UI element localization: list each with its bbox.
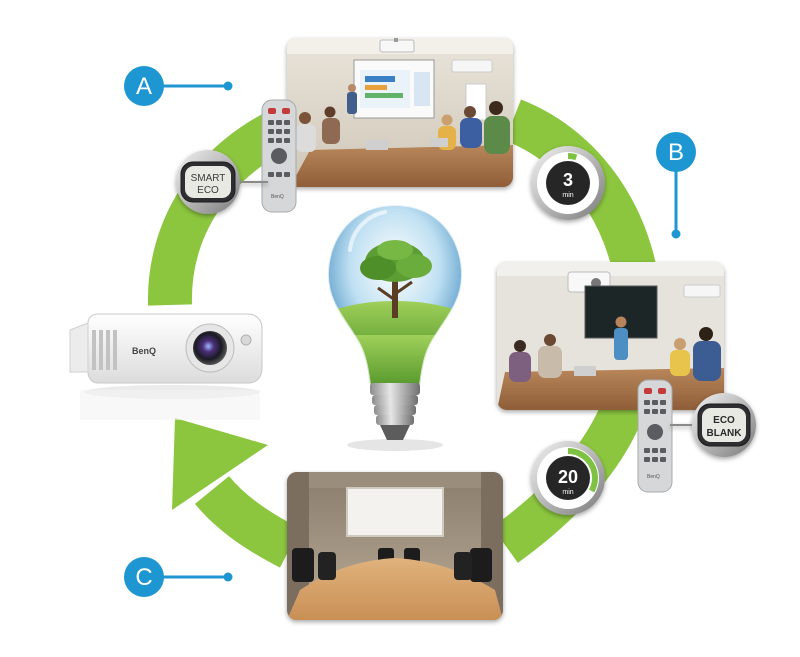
projector-icon: BenQ xyxy=(69,313,263,420)
photo-a-presentation xyxy=(287,38,513,187)
smart-eco-line1: SMART xyxy=(191,173,226,184)
marker-b-circle xyxy=(656,132,696,172)
marker-a-dot xyxy=(223,81,233,91)
cycle-arrowhead xyxy=(172,418,268,510)
timer-3-value: 3 xyxy=(563,170,573,190)
eco-blank-button: ECO BLANK xyxy=(670,393,756,457)
marker-c-circle xyxy=(124,557,164,597)
projector-vents xyxy=(92,330,117,370)
timer-20-value: 20 xyxy=(558,467,578,487)
eco-blank-line2: BLANK xyxy=(707,428,743,439)
projector-lens xyxy=(193,331,227,365)
timer-20-unit: min xyxy=(562,489,573,496)
timer-3-min: 3 min xyxy=(531,146,605,220)
marker-a-circle xyxy=(124,66,164,106)
timer-20-min: 20 min xyxy=(531,441,605,515)
remote-control-bottom: BenQ xyxy=(637,379,673,493)
marker-c-dot xyxy=(223,572,233,582)
bulb-base xyxy=(370,383,420,395)
smart-eco-line2: ECO xyxy=(197,185,219,196)
marker-b: B xyxy=(656,132,696,239)
timer-3-unit: min xyxy=(562,192,573,199)
marker-b-dot xyxy=(671,229,681,239)
timer-3-progress xyxy=(567,153,578,161)
smart-eco-button: SMART ECO xyxy=(176,150,268,214)
marker-a-label: A xyxy=(136,73,152,100)
marker-b-label: B xyxy=(668,139,684,166)
marker-a: A xyxy=(124,66,233,106)
photo-c-empty-room xyxy=(287,472,503,620)
eco-lightbulb-tree-icon xyxy=(326,203,464,451)
remote-top-brand: BenQ xyxy=(271,194,284,200)
remote-bottom-brand: BenQ xyxy=(647,474,660,480)
ring-segment-left-bottom xyxy=(194,475,301,568)
photo-b-meeting-blank xyxy=(497,262,724,410)
timer-20-progress xyxy=(567,448,598,493)
projector-brand: BenQ xyxy=(132,346,156,356)
eco-blank-line1: ECO xyxy=(713,415,735,426)
marker-c-label: C xyxy=(135,564,152,591)
remote-control-top: BenQ xyxy=(261,99,297,213)
marker-c: C xyxy=(124,557,233,597)
